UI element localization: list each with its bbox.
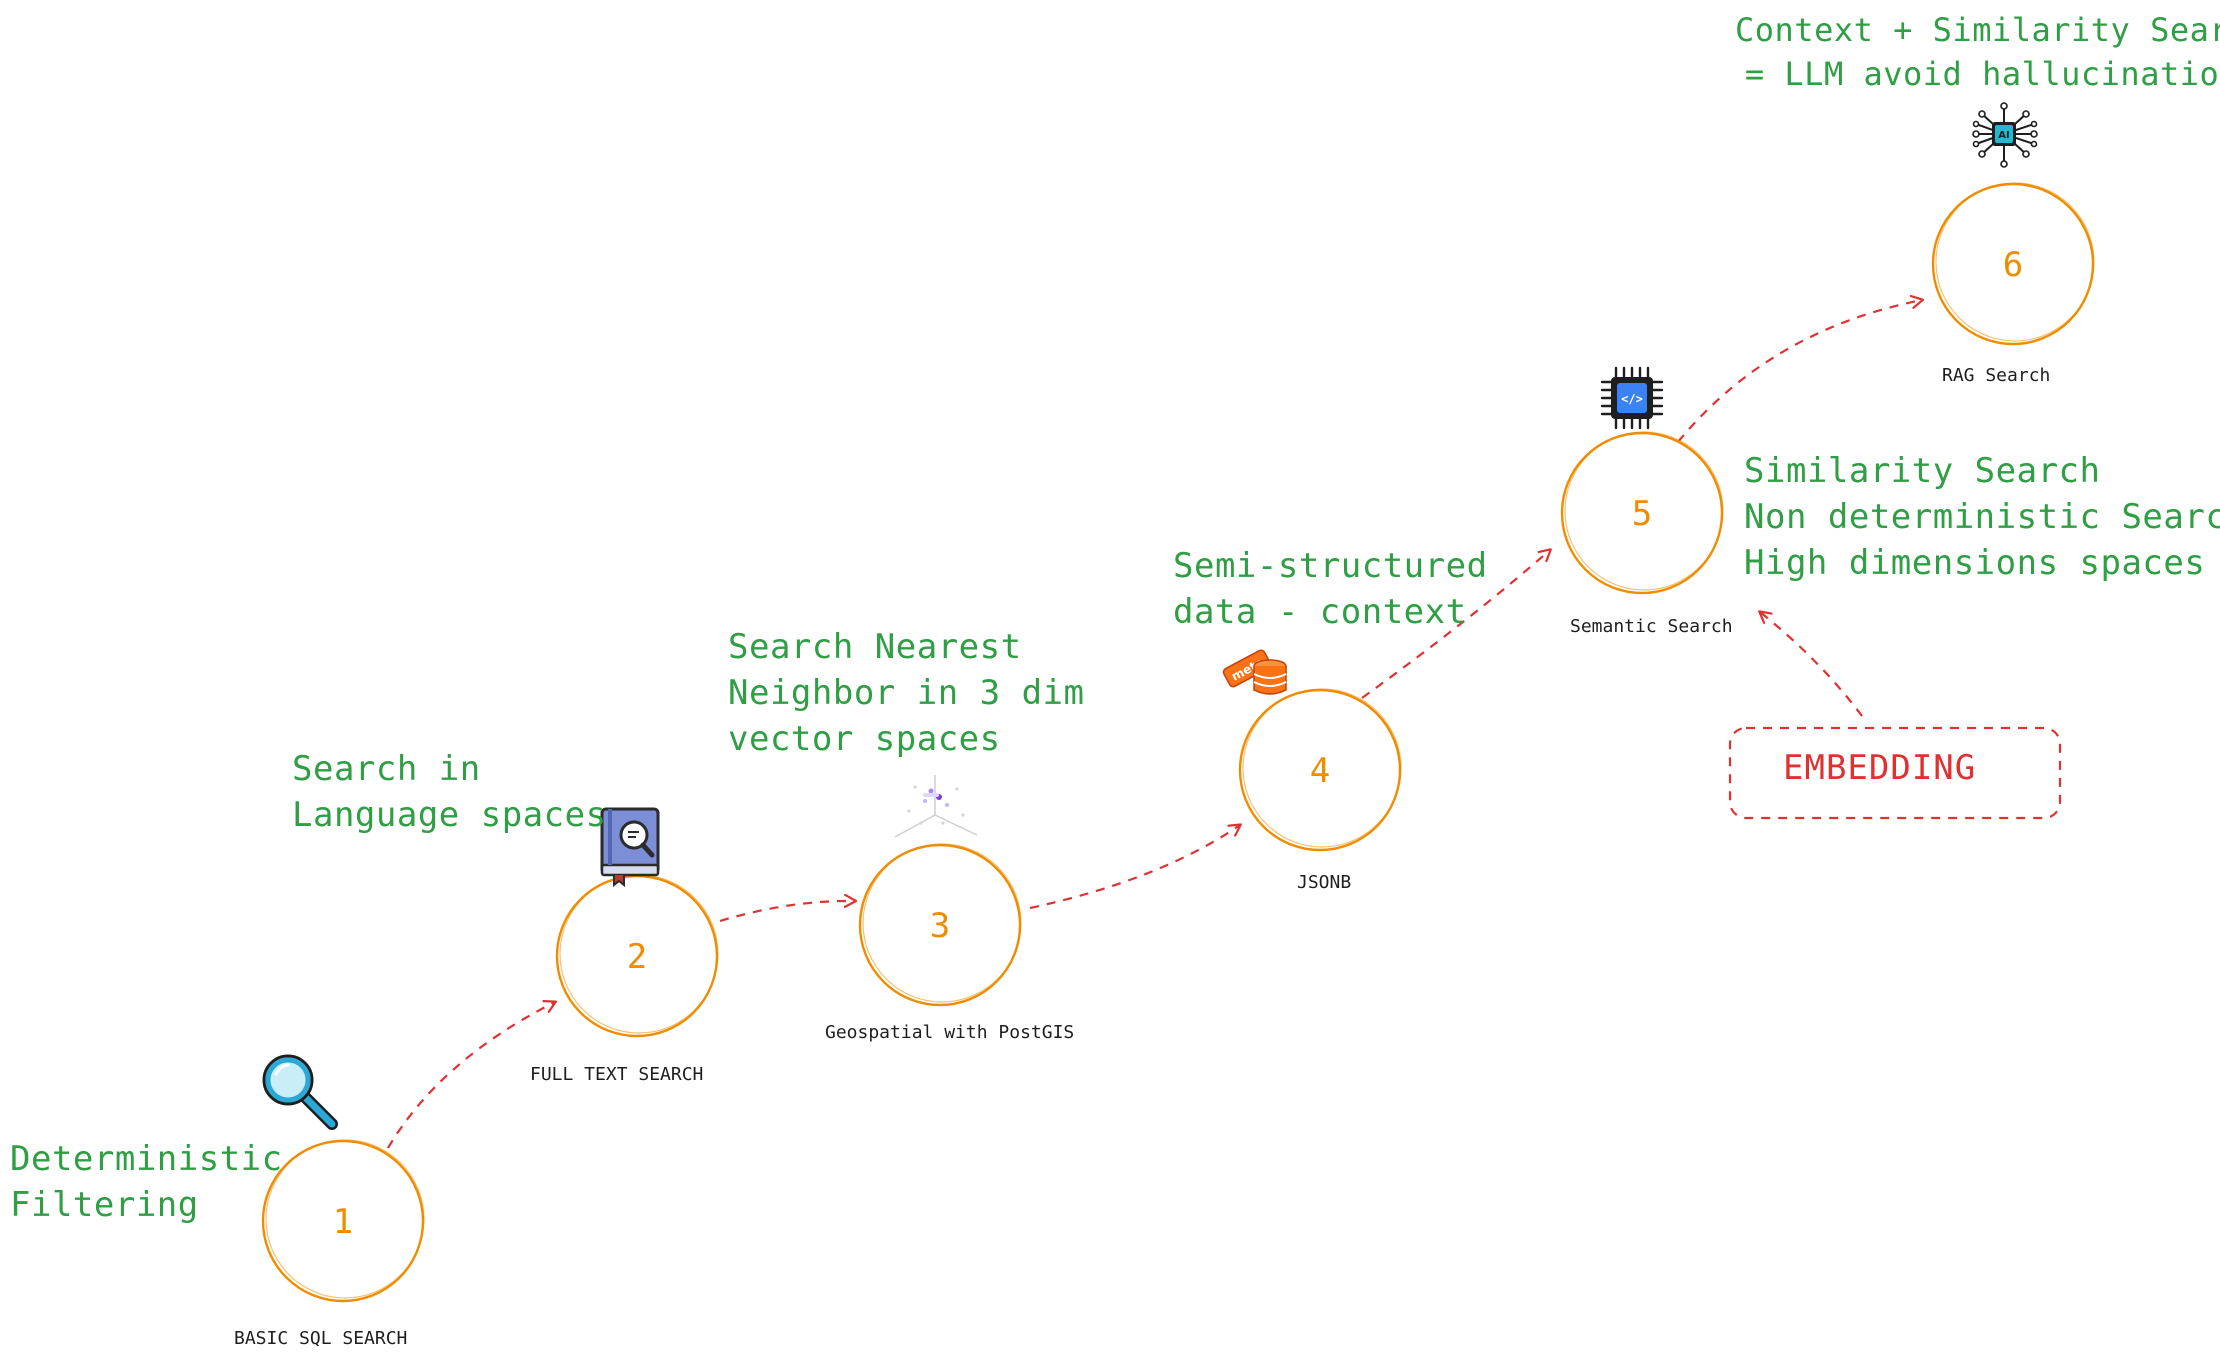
note-line: Search in (292, 749, 481, 789)
note-rag-context: Context + Similarity Search = LLM avoid … (1735, 8, 2220, 96)
arrow-3-to-4 (1029, 825, 1240, 910)
magnifier-icon (262, 1054, 338, 1130)
note-similarity-search: Similarity Search Non deterministic Sear… (1744, 448, 2220, 586)
note-line: = LLM avoid hallucinations (1744, 55, 2220, 93)
note-semi-structured: Semi-structured data - context (1173, 543, 1488, 635)
step-4-label: JSONB (1297, 872, 1352, 893)
node-number: 2 (627, 937, 647, 977)
node-4: 4 (1238, 688, 1402, 852)
ai-chip-text: AI (1998, 130, 2009, 141)
note-line: Deterministic (10, 1139, 283, 1179)
note-line: High dimensions spaces (1744, 543, 2206, 583)
node-number: 5 (1632, 494, 1652, 534)
arrow-5-to-6 (1677, 300, 1922, 443)
note-line: Neighbor in 3 dim (728, 673, 1085, 713)
note-line: Search Nearest (728, 627, 1022, 667)
node-2: 2 (555, 874, 719, 1038)
node-3: 3 (858, 843, 1022, 1007)
node-number: 3 (930, 906, 950, 946)
node-6: 6 (1931, 182, 2095, 346)
step-1-label: BASIC SQL SEARCH (234, 1328, 408, 1349)
step-6-label: RAG Search (1942, 365, 2051, 386)
vector-space-icon (894, 775, 978, 838)
node-5: 5 (1560, 431, 1724, 595)
note-line: Semi-structured (1173, 546, 1488, 586)
step-2-label: FULL TEXT SEARCH (530, 1064, 704, 1085)
note-line: Context + Similarity Search (1735, 11, 2220, 49)
note-line: data - context (1173, 592, 1467, 632)
note-line: Similarity Search (1744, 451, 2101, 491)
step-3-label: Geospatial with PostGIS (825, 1022, 1075, 1043)
note-line: Filtering (10, 1185, 199, 1225)
node-1: 1 (261, 1139, 425, 1303)
book-search-icon (600, 807, 660, 888)
note-line: vector spaces (728, 719, 1001, 759)
chip-icon: </> (1600, 366, 1664, 430)
note-language-spaces: Search in Language spaces (292, 746, 607, 838)
arrow-2-to-3 (719, 901, 855, 923)
ai-network-icon: AI (1972, 102, 2038, 168)
note-line: Language spaces (292, 795, 607, 835)
arrow-1-to-2 (387, 1002, 555, 1149)
node-number: 4 (1310, 751, 1330, 791)
step-5-label: Semantic Search (1570, 616, 1733, 637)
node-number: 1 (333, 1202, 353, 1242)
note-nearest-neighbor: Search Nearest Neighbor in 3 dim vector … (728, 624, 1085, 762)
embedding-label: EMBEDDING (1783, 748, 1977, 788)
code-chip-text: </> (1621, 392, 1643, 406)
note-line: Non deterministic Search (1744, 497, 2220, 537)
node-number: 6 (2003, 245, 2023, 285)
meta-database-icon: meta (1222, 649, 1287, 695)
note-deterministic-filtering: Deterministic Filtering (10, 1136, 283, 1228)
arrow-embedding-to-5 (1760, 612, 1863, 717)
arrow-4-to-5 (1361, 550, 1550, 699)
